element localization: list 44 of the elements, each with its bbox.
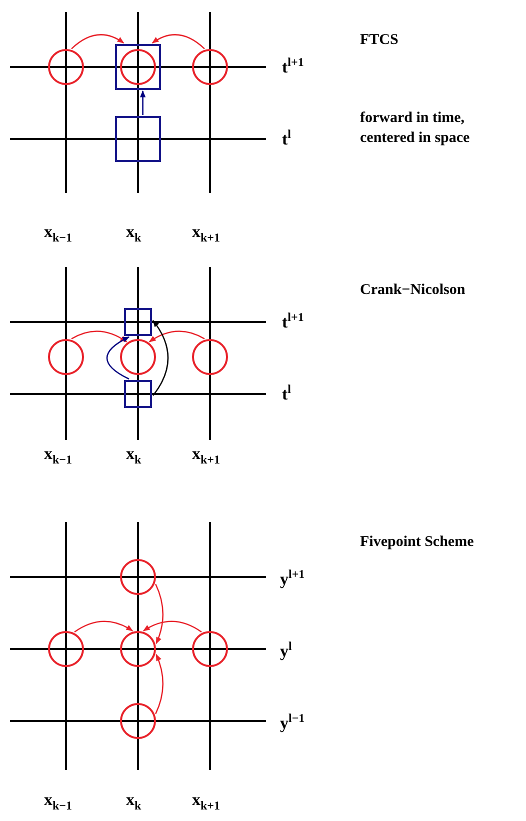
- square-marker: [124, 380, 152, 408]
- axis-label: x$_{k}$: [126, 222, 142, 246]
- axis-label: x$_{k+1}$: [192, 444, 220, 468]
- axis-label: t$^{l+1}$: [282, 309, 304, 333]
- scheme-description: forward in time, centered in space: [360, 109, 471, 148]
- axis-label: t$^{l+1}$: [282, 54, 304, 78]
- axis-label: y$^{l+1}$: [280, 566, 305, 590]
- arrow: [140, 90, 146, 115]
- circle-marker: [120, 703, 156, 739]
- circle-marker: [120, 631, 156, 667]
- arrow: [155, 654, 164, 714]
- axis-label: y$^{l}$: [280, 638, 292, 662]
- circle-marker: [120, 559, 156, 595]
- arrow: [71, 34, 124, 50]
- circle-marker: [192, 631, 228, 667]
- circle-marker: [48, 339, 84, 375]
- square-marker: [115, 116, 161, 162]
- axis-label: x$_{k}$: [126, 444, 142, 468]
- arrow: [152, 320, 169, 396]
- circle-marker: [192, 339, 228, 375]
- circle-marker: [120, 339, 156, 375]
- axis-label: x$_{k+1}$: [192, 790, 220, 814]
- arrow: [155, 584, 164, 644]
- arrow: [71, 330, 128, 342]
- circle-marker: [192, 49, 228, 85]
- arrow: [74, 620, 134, 633]
- arrow: [152, 34, 205, 50]
- circle-marker: [48, 631, 84, 667]
- square-marker: [124, 308, 152, 336]
- circle-marker: [48, 49, 84, 85]
- arrow: [148, 330, 205, 342]
- axis-label: t$^{l}$: [282, 381, 292, 405]
- arrow: [142, 620, 202, 633]
- axis-label: y$^{l−1}$: [280, 710, 305, 734]
- axis-label: x$_{k−1}$: [44, 222, 72, 246]
- axis-label: x$_{k}$: [126, 790, 142, 814]
- axis-label: t$^{l}$: [282, 126, 292, 150]
- axis-label: x$_{k+1}$: [192, 222, 220, 246]
- arrow: [106, 336, 130, 380]
- scheme-title: Fivepoint Scheme: [360, 533, 475, 552]
- scheme-title: Crank−Nicolson: [360, 281, 466, 300]
- scheme-title: FTCS: [360, 31, 400, 50]
- axis-label: x$_{k−1}$: [44, 444, 72, 468]
- axis-label: x$_{k−1}$: [44, 790, 72, 814]
